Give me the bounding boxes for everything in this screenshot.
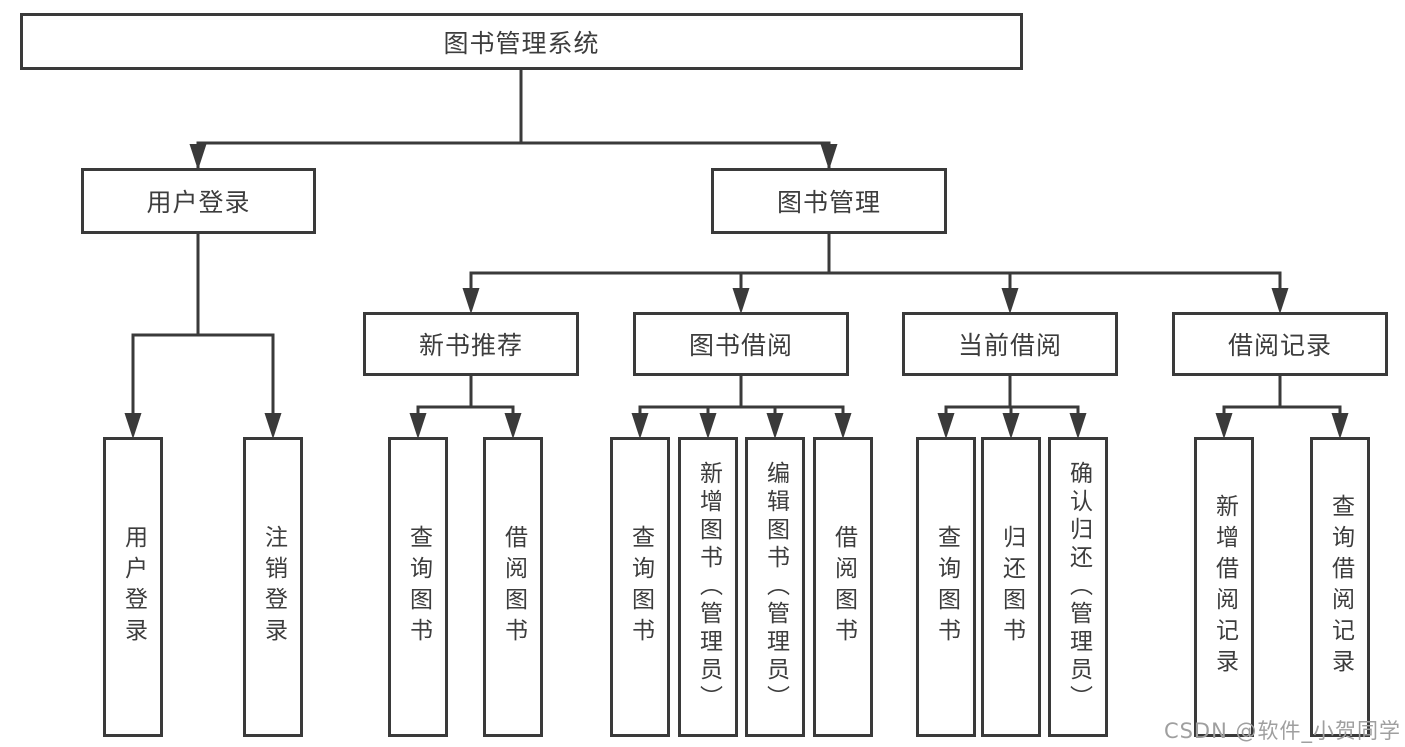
leaf-logout: 注销登录 [243,437,303,737]
node-book-management: 图书管理 [711,168,947,234]
node-label: 图书管理系统 [443,28,600,58]
edges-current-borrow-to-leaves [937,376,1087,439]
leaf-query-books: 查询图书 [916,437,976,737]
leaf-borrow-books: 借阅图书 [483,437,543,737]
leaf-return-books: 归还图书 [981,437,1041,737]
node-label: 归还图书 [998,525,1025,649]
leaf-query-books: 查询图书 [610,437,670,737]
node-label: 确认归还（管理员） [1065,461,1092,713]
node-label: 图书借阅 [688,331,793,360]
node-label: 新增借阅记录 [1211,494,1238,680]
node-label: 新书推荐 [418,331,523,360]
node-label: 查询借阅记录 [1327,494,1354,680]
node-borrowing-records: 借阅记录 [1172,312,1388,376]
leaf-confirm-return-admin: 确认归还（管理员） [1048,437,1108,737]
leaf-user-login: 用户登录 [103,437,163,737]
node-label: 注销登录 [260,525,287,649]
node-book-borrowing: 图书借阅 [633,312,849,376]
node-label: 图书管理 [776,188,881,217]
node-library-management-system: 图书管理系统 [20,13,1023,70]
leaf-query-borrow-record: 查询借阅记录 [1310,437,1370,737]
node-label: 查询图书 [627,525,654,649]
edges-book-mgmt-to-level3 [462,234,1289,314]
leaf-add-books-admin: 新增图书（管理员） [678,437,738,737]
leaf-borrow-books: 借阅图书 [813,437,873,737]
node-label: 借阅记录 [1227,331,1332,360]
node-label: 用户登录 [146,188,251,217]
node-current-borrowing: 当前借阅 [902,312,1118,376]
leaf-query-books: 查询图书 [388,437,448,737]
node-label: 用户登录 [120,525,147,649]
node-label: 查询图书 [933,525,960,649]
edges-root-to-level2 [189,70,838,170]
edges-book-borrow-to-leaves [631,376,852,439]
node-label: 借阅图书 [830,525,857,649]
csdn-watermark: CSDN @软件_小贺同学 [1163,719,1401,743]
node-label: 查询图书 [405,525,432,649]
edges-borrow-record-to-leaves [1215,376,1349,439]
node-user-login: 用户登录 [81,168,316,234]
node-label: 借阅图书 [500,525,527,649]
leaf-add-borrow-record: 新增借阅记录 [1194,437,1254,737]
leaf-edit-books-admin: 编辑图书（管理员） [745,437,805,737]
node-label: 新增图书（管理员） [695,461,722,713]
node-new-book-recommend: 新书推荐 [363,312,579,376]
edges-new-book-to-leaves [409,376,522,439]
edges-user-login-to-leaves [124,234,282,439]
node-label: 编辑图书（管理员） [762,461,789,713]
node-label: 当前借阅 [957,331,1062,360]
